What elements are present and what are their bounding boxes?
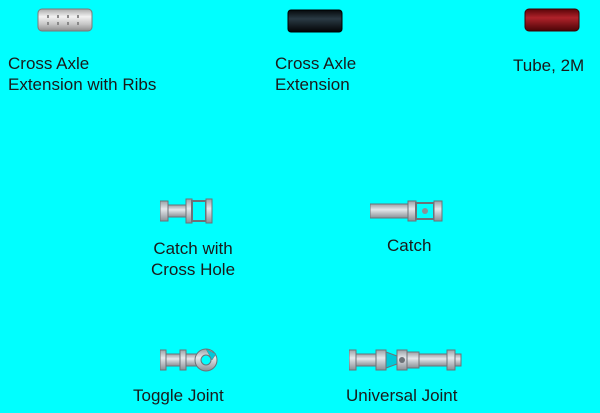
label-cross-axle-extension: Cross Axle Extension xyxy=(275,54,357,94)
ribbed-axle-extension-icon xyxy=(37,8,93,32)
part-catch-cross-hole[interactable] xyxy=(160,197,216,225)
part-toggle-joint[interactable] xyxy=(160,346,220,374)
toggle-joint-icon xyxy=(160,348,218,372)
label-cross-axle-extension-ribs: Cross Axle Extension with Ribs xyxy=(8,54,157,94)
axle-extension-icon xyxy=(287,9,343,33)
part-cross-axle-extension-ribs[interactable] xyxy=(37,8,93,32)
tube-icon xyxy=(524,8,580,32)
part-catch[interactable] xyxy=(370,198,450,224)
universal-joint-icon xyxy=(349,349,462,371)
catch-cross-hole-icon xyxy=(160,198,213,224)
part-universal-joint[interactable] xyxy=(349,346,463,374)
label-catch-cross-hole: Catch with Cross Hole xyxy=(150,239,236,279)
part-tube-2m[interactable] xyxy=(524,8,580,32)
label-universal-joint: Universal Joint xyxy=(346,386,458,405)
part-cross-axle-extension[interactable] xyxy=(287,9,343,33)
label-catch: Catch xyxy=(387,236,432,255)
catch-icon xyxy=(370,200,443,222)
label-tube-2m: Tube, 2M xyxy=(513,56,585,75)
label-toggle-joint: Toggle Joint xyxy=(133,386,224,405)
